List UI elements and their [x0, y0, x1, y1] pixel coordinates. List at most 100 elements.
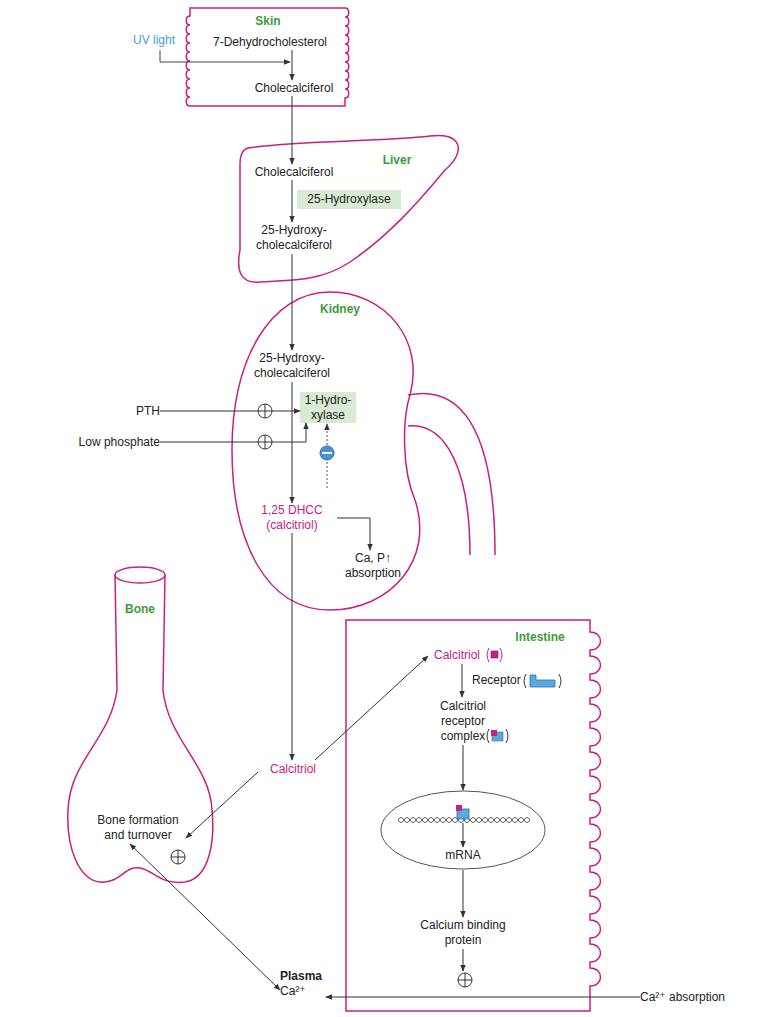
icon-bracket — [487, 729, 508, 743]
node-text: Ca²⁺ absorption — [640, 990, 725, 1005]
compound-label: 1,25 DHCC (calcitriol) — [247, 503, 337, 533]
organ-heading: Intestine — [510, 630, 570, 645]
organ-outline: Kidney 25-Hydroxy- cholecalciferol 1-Hydro… — [228, 290, 503, 612]
effect-label: Bone formation and turnover — [90, 812, 186, 844]
flow-arrow — [462, 664, 463, 697]
organ-outline: BoneBone formation and turnover — [60, 560, 220, 895]
node-text: 25-Hydroxylase — [307, 192, 390, 207]
flow-arrow — [292, 254, 293, 350]
flow-arrow — [326, 997, 640, 998]
plasma-label: PlasmaCa²⁺ — [280, 962, 326, 1006]
stimulation-symbol — [458, 973, 472, 987]
dna-strand — [398, 818, 530, 823]
outline-path — [408, 393, 495, 555]
compound-label: Calcitriol receptor complex — [432, 697, 494, 745]
flow-arrow — [130, 844, 280, 990]
transcription-arrow — [463, 823, 464, 847]
flow-arrow — [292, 533, 293, 760]
organ-heading: Kidney — [320, 302, 360, 317]
compound-label: Calcitriol — [258, 760, 328, 778]
dna-strand — [398, 818, 530, 823]
node-text: Cholecalciferol — [255, 165, 334, 180]
flow-arrow — [292, 96, 293, 164]
receptor-icon — [530, 675, 555, 687]
node-text: Ca, P↑ absorption — [340, 551, 406, 581]
node-text: 1,25 DHCC (calcitriol) — [247, 503, 337, 533]
icon-bracket — [524, 674, 561, 688]
stimulus-label: UV light — [133, 33, 175, 48]
node-text: 7-Dehydrocholesterol — [213, 35, 327, 50]
compound-label: Cholecalciferol — [244, 164, 344, 180]
compound-label: Calcitriol — [428, 647, 486, 664]
organ-heading: Bone — [115, 602, 165, 617]
organ-heading: Liver — [372, 153, 422, 168]
node-text: mRNA — [380, 848, 546, 863]
node-text: Ca²⁺ — [280, 984, 306, 999]
flow-arrow — [160, 411, 300, 412]
feedback-line — [327, 461, 328, 488]
complex-icon — [491, 730, 497, 736]
flow-arrow — [292, 50, 293, 80]
flow-arrow — [292, 382, 293, 503]
icon-bracket — [487, 648, 502, 662]
uv-arrow — [160, 50, 290, 62]
enzyme-box: 1-Hydro- xylase — [300, 392, 356, 423]
outline-path — [346, 620, 601, 1011]
node-text: Bone formation and turnover — [90, 813, 186, 843]
stimulation-arrow — [463, 949, 464, 971]
organ-heading: Skin — [248, 14, 288, 29]
node-text: PTH — [136, 404, 160, 419]
enzyme-box: 25-Hydroxylase — [297, 190, 401, 209]
outline-path — [186, 8, 349, 106]
regulator-label: PTH — [120, 403, 160, 419]
flow-arrow — [463, 745, 464, 790]
stimulation-symbol — [171, 850, 185, 864]
stimulation-symbol — [258, 404, 272, 418]
compound-label: 25-Hydroxy- cholecalciferol — [242, 350, 342, 382]
outline-path — [115, 567, 165, 583]
absorption-label: Ca²⁺ absorption — [640, 988, 755, 1006]
flow-arrow — [186, 772, 258, 838]
node-outline — [232, 128, 472, 293]
node-text: Cholecalciferol — [255, 81, 334, 96]
inhibition-symbol — [322, 452, 332, 454]
flow-arrow — [337, 518, 370, 550]
inhibition-symbol — [320, 446, 334, 460]
node-text: Low phosphate — [79, 435, 160, 450]
compound-label: 25-Hydroxy- cholecalciferol — [244, 222, 344, 254]
calcitriol-icon — [491, 651, 498, 658]
node-text: Calcitriol — [434, 648, 480, 663]
node-text: 25-Hydroxy- cholecalciferol — [242, 351, 342, 381]
node-text: Calcitriol receptor complex — [432, 699, 494, 744]
outline-path — [68, 575, 213, 882]
regulator-label: Low phosphate — [50, 434, 160, 450]
outline-path — [239, 135, 459, 282]
flow-arrow — [315, 656, 428, 760]
complex-icon — [492, 732, 503, 741]
compound-label: 7-Dehydrocholesterol — [210, 34, 330, 50]
organ-outline: Skin 7-DehydrocholesterolCholecalciferol — [186, 6, 350, 108]
stimulation-symbol — [258, 404, 272, 418]
stimulation-symbol — [258, 435, 272, 449]
node-text: Plasma — [280, 969, 322, 984]
complex-icon — [457, 809, 469, 819]
organ-outline: LiverCholecalciferol 25-Hydroxylase 25-Hyd… — [232, 128, 472, 293]
stimulation-symbol — [171, 850, 185, 864]
node-text: 1-Hydro- xylase — [300, 393, 356, 423]
complex-icon — [456, 805, 462, 811]
nucleus-ellipse: mRNA — [380, 790, 546, 870]
stimulation-symbol — [258, 435, 272, 449]
flow-arrow — [292, 180, 293, 222]
node-text: Calcitriol — [270, 762, 316, 777]
compound-label: Cholecalciferol — [244, 80, 344, 96]
effect-label: Ca, P↑ absorption — [340, 550, 406, 582]
component-label: Receptor — [472, 673, 521, 688]
outline-path — [381, 791, 545, 869]
node-text: 25-Hydroxy- cholecalciferol — [244, 223, 344, 253]
outline-path — [232, 292, 420, 610]
flow-arrow — [160, 423, 306, 442]
node-text: Calcium binding protein — [413, 918, 513, 948]
